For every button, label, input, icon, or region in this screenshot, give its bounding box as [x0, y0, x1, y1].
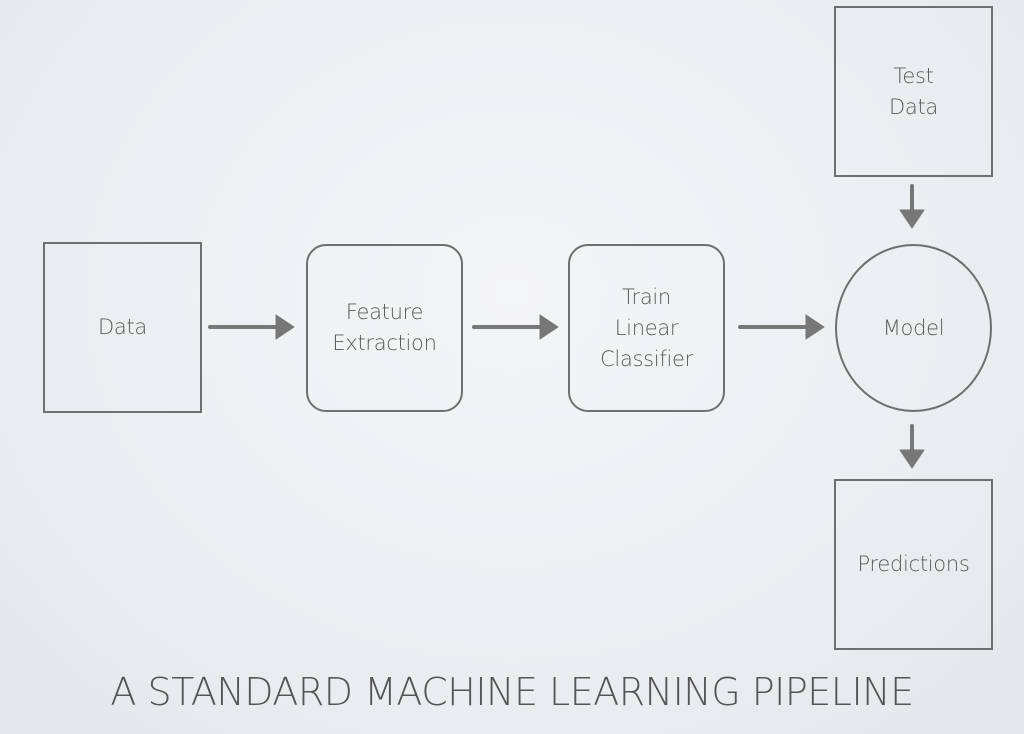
- model-circle: Model: [835, 244, 992, 412]
- arrow-data-to-feature: [208, 314, 295, 340]
- predictions-label: Predictions: [857, 552, 970, 576]
- predictions-box: Predictions: [834, 479, 993, 650]
- feature-extraction-box: Feature Extraction: [306, 244, 463, 412]
- train-linear-classifier-label: Train Linear Classifier: [600, 284, 693, 371]
- train-linear-classifier-box: Train Linear Classifier: [568, 244, 725, 412]
- arrow-feature-to-train: [472, 314, 559, 340]
- slide-title: A STANDARD MACHINE LEARNING PIPELINE: [110, 670, 914, 714]
- arrow-test-to-model: [899, 184, 925, 229]
- data-box: Data: [43, 242, 202, 413]
- arrow-train-to-model: [738, 314, 825, 340]
- test-data-label: Test Data: [889, 63, 938, 119]
- data-label: Data: [98, 315, 147, 339]
- arrow-model-to-predictions: [899, 424, 925, 469]
- test-data-box: Test Data: [834, 6, 993, 177]
- feature-extraction-label: Feature Extraction: [332, 300, 437, 355]
- model-label: Model: [882, 315, 945, 340]
